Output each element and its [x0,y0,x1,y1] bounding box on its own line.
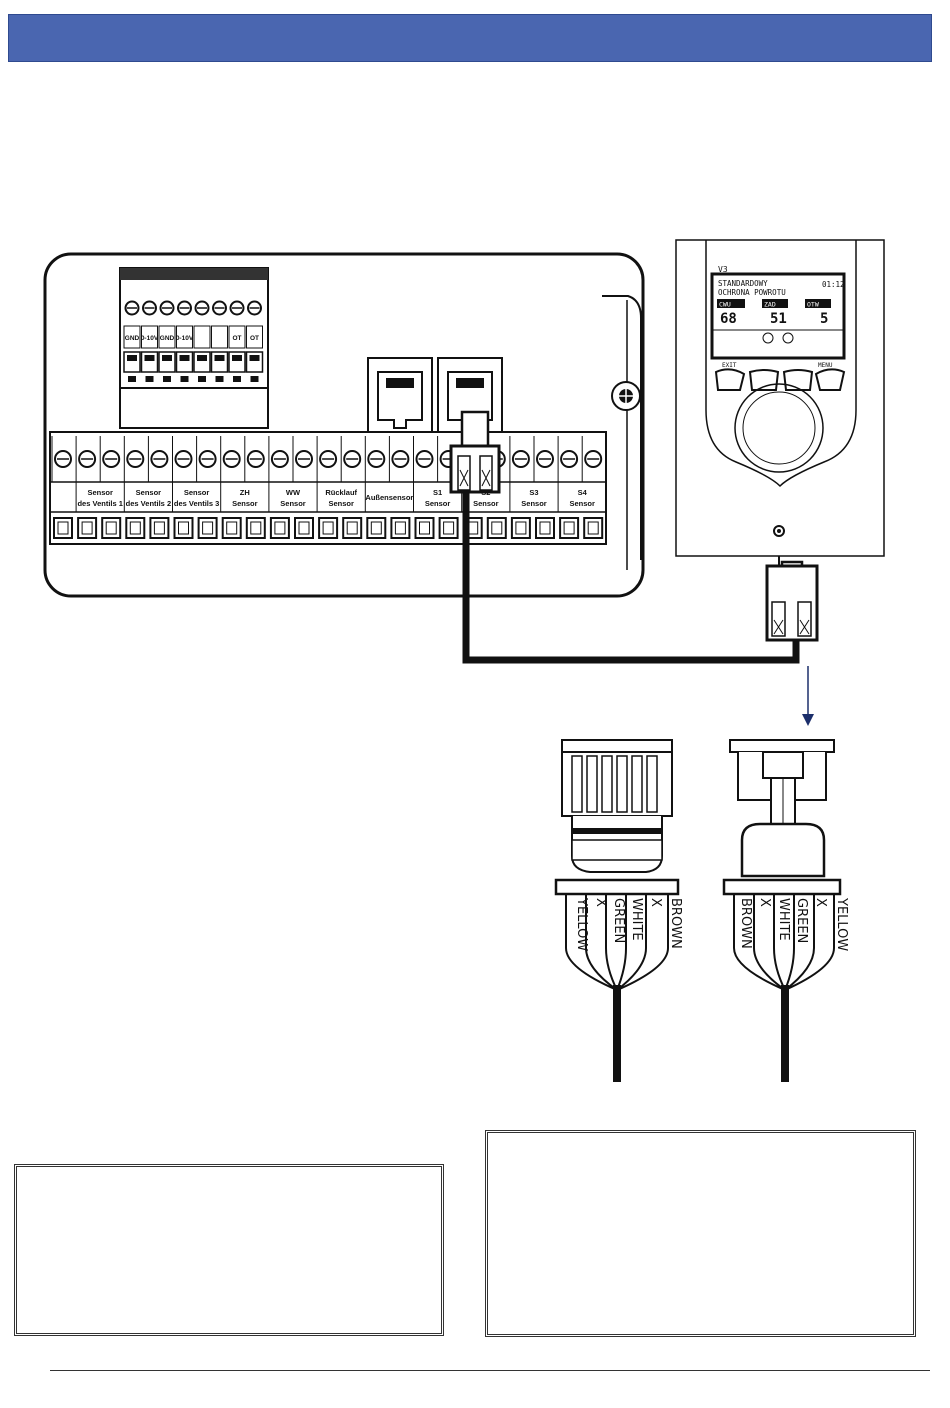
wire-color-label: WHITE [629,898,644,941]
sensor-label-line2: des Ventils 1 [77,499,122,508]
sensor-label-line1: Rücklauf [325,488,357,497]
value3: 5 [820,311,828,327]
upper-terminal-label: GND [160,335,175,342]
sensor-label-line2: des Ventils 2 [126,499,171,508]
page-header-bar [8,14,932,62]
sensor-label-line2: Sensor [521,499,547,508]
sensor-label-line2: Sensor [473,499,499,508]
sensor-label-line1: WW [286,488,301,497]
sensor-label-line2: Sensor [569,499,595,508]
wire-color-label: X [813,898,828,907]
controller-panel: V3 STANDARDOWY OCHRONA POWROTU 01:12 CWU… [675,239,885,557]
exit-label: EXIT [722,362,737,369]
controller-corner-label: V3 [718,265,728,274]
upper-terminal-label: OT [250,335,259,342]
rj-socket-left [367,357,433,437]
value2: 51 [770,311,787,327]
upper-terminal-label: 0-10V [141,335,159,342]
value1-tag: CWU [719,301,731,309]
sensor-label-line2: Sensor [280,499,306,508]
upper-terminal-label: OT [232,335,241,342]
arrow-down-icon [802,714,814,726]
sensor-terminal-strip: Sensor des Ventils 1 Sensor des Ventils 2 Se… [49,431,607,545]
wire-color-label: X [648,898,663,907]
controller-plug [765,556,819,642]
screen-line2: OCHRONA POWROTU [718,288,786,297]
wire-color-label: X [757,898,772,907]
value2-tag: ZAD [764,301,776,309]
exit-button[interactable] [714,368,746,391]
wire-color-label: WHITE [776,898,791,941]
wire-color-label: YELLOW [834,897,849,951]
sensor-label-line2: Sensor [232,499,258,508]
play-icon [782,332,794,344]
sensor-label-line1: S3 [529,488,538,497]
sensor-label-line1: Sensor [136,488,162,497]
menu-button[interactable] [814,368,846,391]
sensor-label-line1: S4 [578,488,588,497]
wire-color-label: GREEN [611,898,626,943]
wire-color-label: BROWN [668,898,683,949]
upper-terminal-label: 0-10V [176,335,194,342]
wire-color-label: BROWN [738,898,753,949]
controller-screen [710,272,846,360]
menu-label: MENU [818,362,833,369]
screen-time: 01:12 [822,280,845,289]
module-plug [449,410,501,494]
sensor-label-line1: Außensensor [365,493,413,502]
sensor-label-line2: des Ventils 3 [174,499,219,508]
sensor-label-line1: ZH [240,488,250,497]
upper-terminal-label: GND [125,335,140,342]
sensor-label-line1: Sensor [184,488,210,497]
screen-line1: STANDARDOWY [718,279,768,288]
sensor-label-line2: Sensor [425,499,451,508]
value3-tag: OTW [807,301,819,309]
sensor-label-line1: Sensor [87,488,113,497]
connection-cable [462,492,800,664]
value1: 68 [720,311,737,327]
wire-color-label: GREEN [794,898,809,943]
info-box-left [14,1164,444,1336]
wire-color-label: X [593,898,608,907]
sensor-label-line2: Sensor [328,499,354,508]
wire-color-label: YELLOW [574,897,589,951]
sensor-label-line1: S1 [433,488,442,497]
info-box-right [485,1130,916,1337]
footer-divider [50,1370,930,1371]
plus-button[interactable] [782,369,814,391]
cycle-icon [762,332,774,344]
